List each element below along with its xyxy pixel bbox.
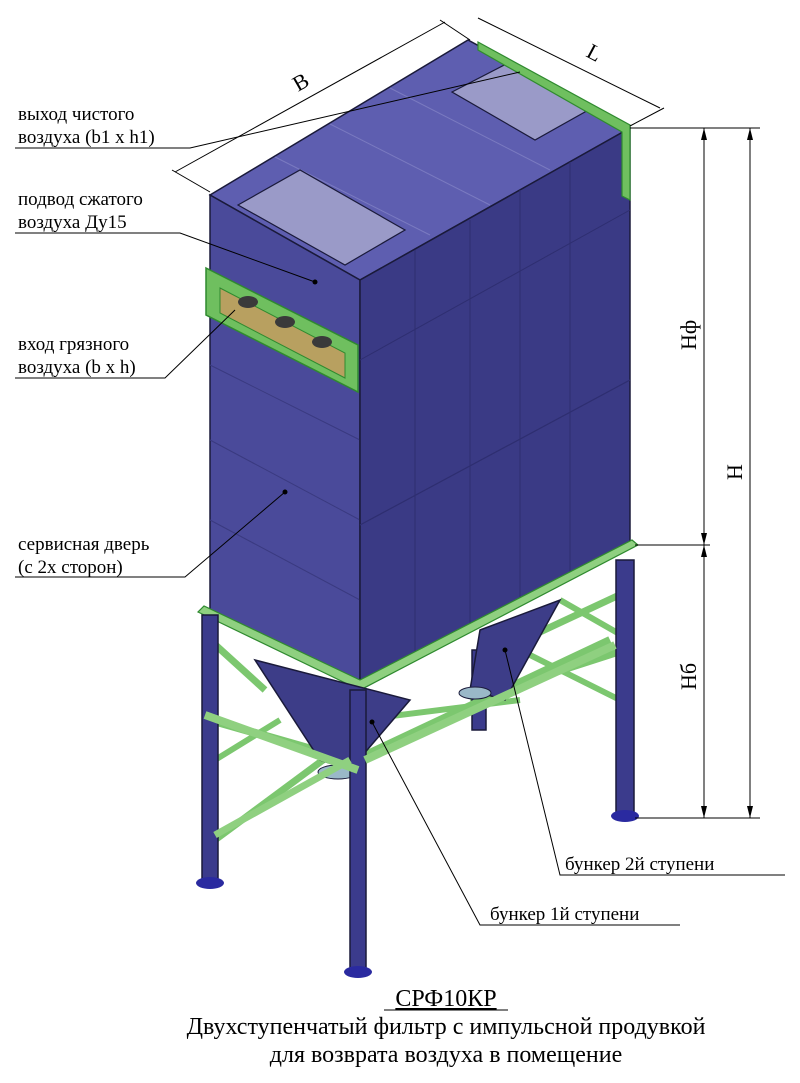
- callout-clean-air-outlet-1: выход чистого: [18, 104, 134, 125]
- callout-compressed-air-1: подвод сжатого: [18, 189, 143, 210]
- callout-compressed-air-2: воздуха Ду15: [18, 212, 127, 233]
- dim-hb: Нб: [676, 663, 701, 690]
- title-line-2: для возврата воздуха в помещение: [270, 1042, 622, 1068]
- clean-air-outlet-hatch-front: [236, 169, 407, 266]
- dim-hf: Нф: [676, 320, 701, 350]
- callout-service-door-2: (с 2х сторон): [18, 557, 123, 578]
- callout-service-door-1: сервисная дверь: [18, 534, 150, 555]
- dim-b: B: [288, 67, 313, 96]
- filter-body: [205, 39, 632, 692]
- dimension-lines: [171, 17, 760, 819]
- callout-dirty-air-inlet-1: вход грязного: [18, 334, 129, 355]
- dim-l: L: [583, 38, 607, 66]
- model-title: СРФ10КР: [395, 986, 496, 1012]
- callout-dirty-air-inlet-2: воздуха (b x h): [18, 357, 136, 378]
- callout-hopper-1: бункер 1й ступени: [490, 904, 639, 925]
- dim-h: Н: [722, 464, 747, 480]
- title-line-1: Двухступенчатый фильтр с импульсной прод…: [187, 1014, 706, 1040]
- callout-hopper-2: бункер 2й ступени: [565, 854, 714, 875]
- base-and-hoppers: [196, 539, 640, 978]
- callout-leaders: [15, 71, 785, 926]
- callout-clean-air-outlet-2: воздуха (b1 x h1): [18, 127, 155, 148]
